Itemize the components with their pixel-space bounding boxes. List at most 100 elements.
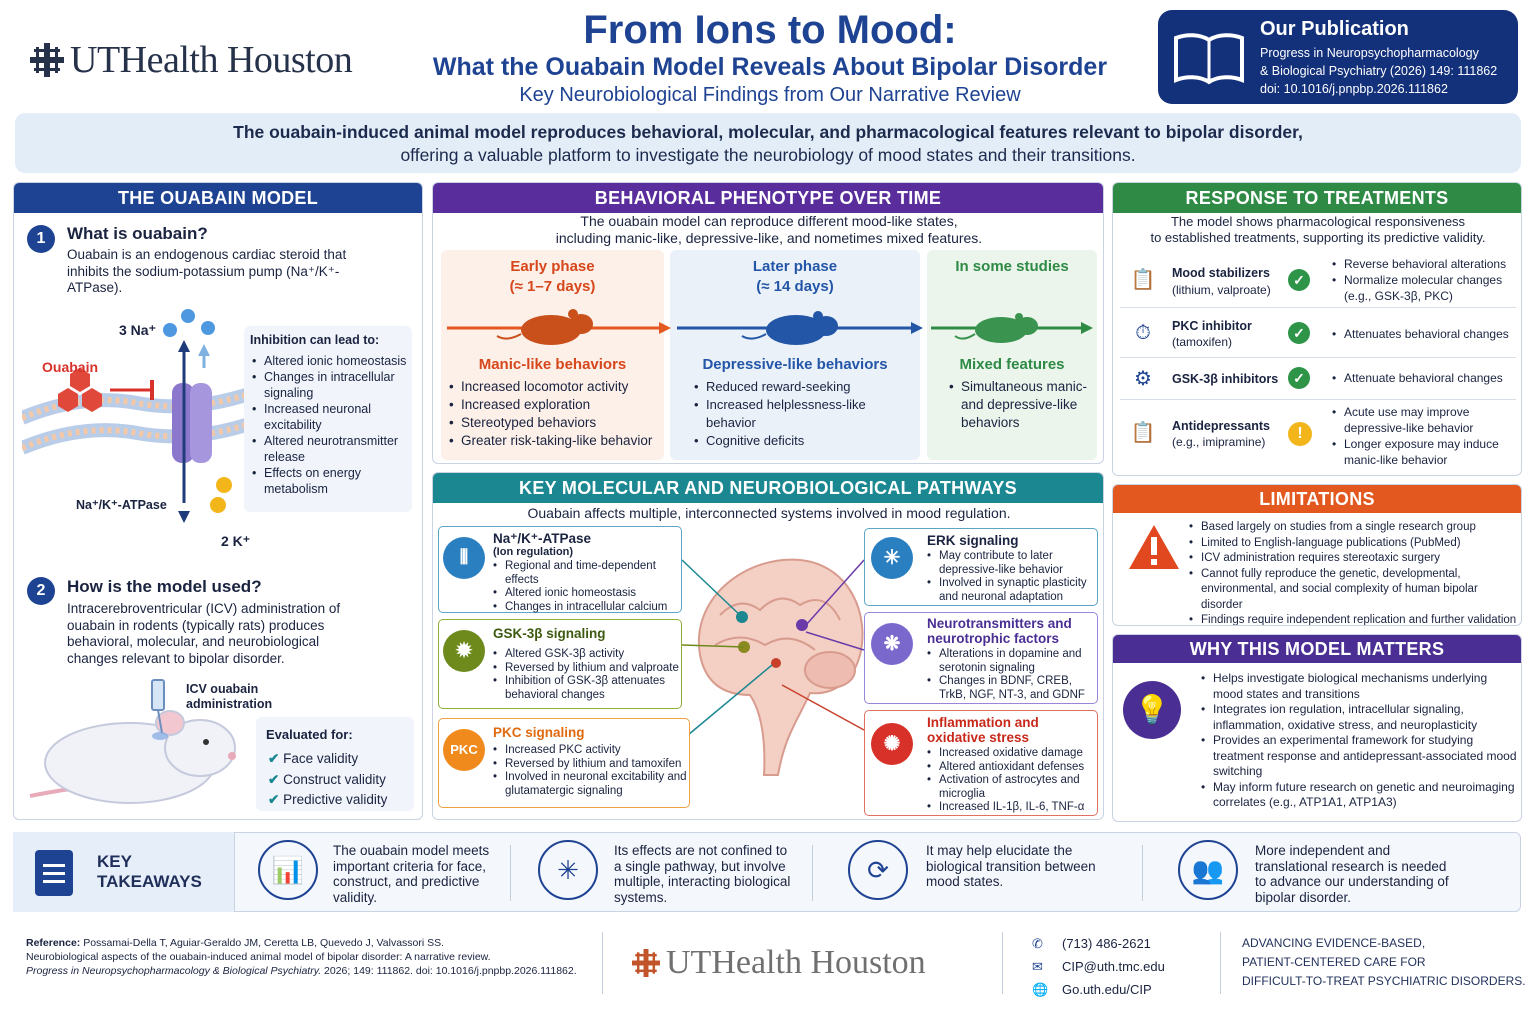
brain-illustration	[697, 558, 864, 776]
list-item: Increased neuronal excitability	[252, 401, 408, 433]
list-item: Provides an experimental framework for s…	[1201, 733, 1517, 780]
pathway-list: Increased oxidative damage Altered antio…	[927, 747, 1097, 815]
reference-title: Neurobiological aspects of the ouabain-i…	[26, 951, 491, 963]
list-item: May inform future research on genetic an…	[1201, 780, 1517, 811]
ouabain-model-panel: THE OUABAIN MODEL 1 What is ouabain? Oua…	[13, 182, 423, 820]
page-subtitle: What the Ouabain Model Reveals About Bip…	[432, 53, 1108, 81]
evaluated-item: ✔ Construct validity	[268, 771, 386, 787]
evaluated-item: ✔ Face validity	[268, 751, 359, 766]
ouabain-model-heading: THE OUABAIN MODEL	[14, 183, 422, 213]
footer-logo: UTHealth Houston	[632, 944, 926, 982]
list-item: Reversed by lithium and tamoxifen	[493, 758, 687, 772]
list-item: Altered ionic homeostasis	[493, 587, 679, 601]
inflammation-icon: ✺	[871, 723, 913, 765]
rat-mixed-icon	[954, 313, 1038, 343]
q1-text: Ouabain is an endogenous cardiac steroid…	[67, 247, 347, 295]
contact-block: ✆(713) 486-2621 ✉CIP@uth.tmc.edu 🌐Go.uth…	[1032, 932, 1165, 1001]
inhibition-list: Altered ionic homeostasis Changes in int…	[252, 353, 408, 497]
pathway-erk: ✳ ERK signaling May contribute to later …	[864, 528, 1098, 606]
book-icon	[1174, 33, 1244, 85]
reference-label: Reference:	[26, 937, 81, 949]
phase-label: Depressive-like behaviors	[702, 356, 888, 373]
list-item: Simultaneous manic- and depressive-like …	[949, 378, 1089, 432]
check-icon: ✓	[1288, 322, 1310, 344]
list-item: Increased oxidative damage	[927, 747, 1097, 761]
check-icon: ✔	[268, 771, 280, 787]
pathway-title: Neurotransmitters and neurotrophic facto…	[927, 616, 1072, 646]
phase-title: In some studies	[955, 258, 1069, 275]
treatment-row-antidepressants: 📋 Antidepressants (e.g., imipramine) ! A…	[1120, 400, 1516, 472]
phone-icon: ✆	[1032, 936, 1043, 951]
stopwatch-icon: ⏱	[1135, 322, 1151, 344]
list-item: Altered GSK-3β activity	[493, 648, 679, 662]
publication-heading: Our Publication	[1260, 18, 1409, 40]
list-item: ICV administration requires stereotaxic …	[1189, 551, 1519, 567]
footer-tagline: ADVANCING EVIDENCE-BASED, PATIENT-CENTER…	[1242, 936, 1526, 988]
email-link[interactable]: CIP@uth.tmc.edu	[1062, 959, 1165, 974]
page-title: From Ions to Mood:	[583, 8, 957, 52]
behavior-intro-2: including manic-like, depressive-like, a…	[555, 230, 983, 246]
list-item: Changes in intracellular signaling	[252, 369, 408, 401]
phase-title: Early phase	[510, 258, 595, 275]
ouabain-label: Ouabain	[42, 359, 99, 375]
network-icon: ✳	[538, 840, 598, 900]
inhibition-box: Inhibition can lead to: Altered ionic ho…	[244, 326, 412, 512]
bar-chart-icon: 📊	[258, 840, 318, 900]
footer-logo-text: UTHealth Houston	[666, 944, 926, 981]
treatments-intro-2: to established treatments, supporting it…	[1150, 230, 1486, 245]
phone-number[interactable]: (713) 486-2621	[1062, 936, 1151, 951]
pathways-intro: Ouabain affects multiple, interconnected…	[527, 505, 1011, 521]
list-item: Increased helplessness-like behavior	[694, 396, 916, 432]
globe-icon: 🌐	[1032, 982, 1049, 997]
check-icon: ✔	[268, 792, 280, 807]
publication-volume: & Biological Psychiatry (2026) 149: 1118…	[1260, 64, 1498, 78]
group-icon: 👥	[1178, 840, 1238, 900]
why-panel: WHY THIS MODEL MATTERS 💡 Helps investiga…	[1112, 634, 1522, 822]
list-item: Regional and time-dependent effects	[493, 560, 679, 587]
phase-list: Simultaneous manic- and depressive-like …	[949, 378, 1089, 432]
publication-doi[interactable]: doi: 10.1016/j.pnpbp.2026.111862	[1260, 82, 1448, 96]
pathway-list: May contribute to later depressive-like …	[927, 550, 1097, 604]
treatment-row-pkc-inhibitor: ⏱ PKC inhibitor (tamoxifen) ✓ Attenuates…	[1120, 310, 1516, 358]
limitations-panel: LIMITATIONS Based largely on studies fro…	[1112, 484, 1522, 626]
list-item: Changes in intracellular calcium	[493, 601, 679, 615]
evaluated-title: Evaluated for:	[266, 727, 353, 742]
pump-diagram	[22, 309, 252, 523]
document-icon	[35, 850, 73, 896]
pathway-title: Inflammation and oxidative stress	[927, 715, 1039, 745]
phase-early: Early phase (≈ 1–7 days) Manic-like beha…	[441, 250, 664, 460]
behavior-heading: BEHAVIORAL PHENOTYPE OVER TIME	[433, 183, 1103, 213]
uthealth-emblem-icon	[30, 43, 64, 77]
phase-label: Manic-like behaviors	[478, 356, 627, 373]
list-item: Changes in BDNF, CREB, TrkB, NGF, NT-3, …	[927, 675, 1097, 702]
list-item: Integrates ion regulation, intracellular…	[1201, 702, 1517, 733]
limitations-list: Based largely on studies from a single r…	[1189, 520, 1519, 625]
pathway-connectors	[681, 559, 865, 741]
list-item: Effects on energy metabolism	[252, 465, 408, 497]
evaluated-item: ✔ Predictive validity	[268, 792, 388, 807]
phase-label: Mixed features	[959, 356, 1065, 373]
check-icon: ✓	[1288, 269, 1310, 291]
phase-title: Later phase	[752, 258, 838, 275]
phase-list: Increased locomotor activity Increased e…	[449, 378, 661, 450]
rat-manic-icon	[496, 309, 593, 345]
list-item: Increased PKC activity	[493, 744, 687, 758]
takeaway-text: More independent and translational resea…	[1255, 843, 1449, 905]
list-item: Based largely on studies from a single r…	[1189, 520, 1519, 536]
list-item: Reversed by lithium and valproate	[493, 662, 679, 676]
pump-label: Na⁺/K⁺-ATPase	[76, 498, 167, 512]
takeaways-bar	[13, 832, 1521, 912]
inhibition-title: Inhibition can lead to:	[250, 333, 380, 347]
pathway-list: Regional and time-dependent effects Alte…	[493, 560, 679, 614]
list-item: Greater risk-taking-like behavior	[449, 432, 661, 450]
list-item: Reduced reward-seeking	[694, 378, 916, 396]
gear-icon: ✹	[443, 630, 485, 672]
web-link[interactable]: Go.uth.edu/CIP	[1062, 982, 1152, 997]
cycle-arrows-icon: ⟳	[848, 840, 908, 900]
reference-authors: Possamai-Della T, Aguiar-Geraldo JM, Cer…	[83, 937, 445, 949]
list-item: Altered antioxidant defenses	[927, 761, 1097, 775]
list-item: Helps investigate biological mechanisms …	[1201, 671, 1517, 702]
behavior-intro-1: The ouabain model can reproduce differen…	[580, 213, 958, 229]
pkc-icon: PKC	[443, 729, 485, 771]
evaluated-box: Evaluated for: ✔ Face validity ✔ Constru…	[256, 717, 414, 811]
